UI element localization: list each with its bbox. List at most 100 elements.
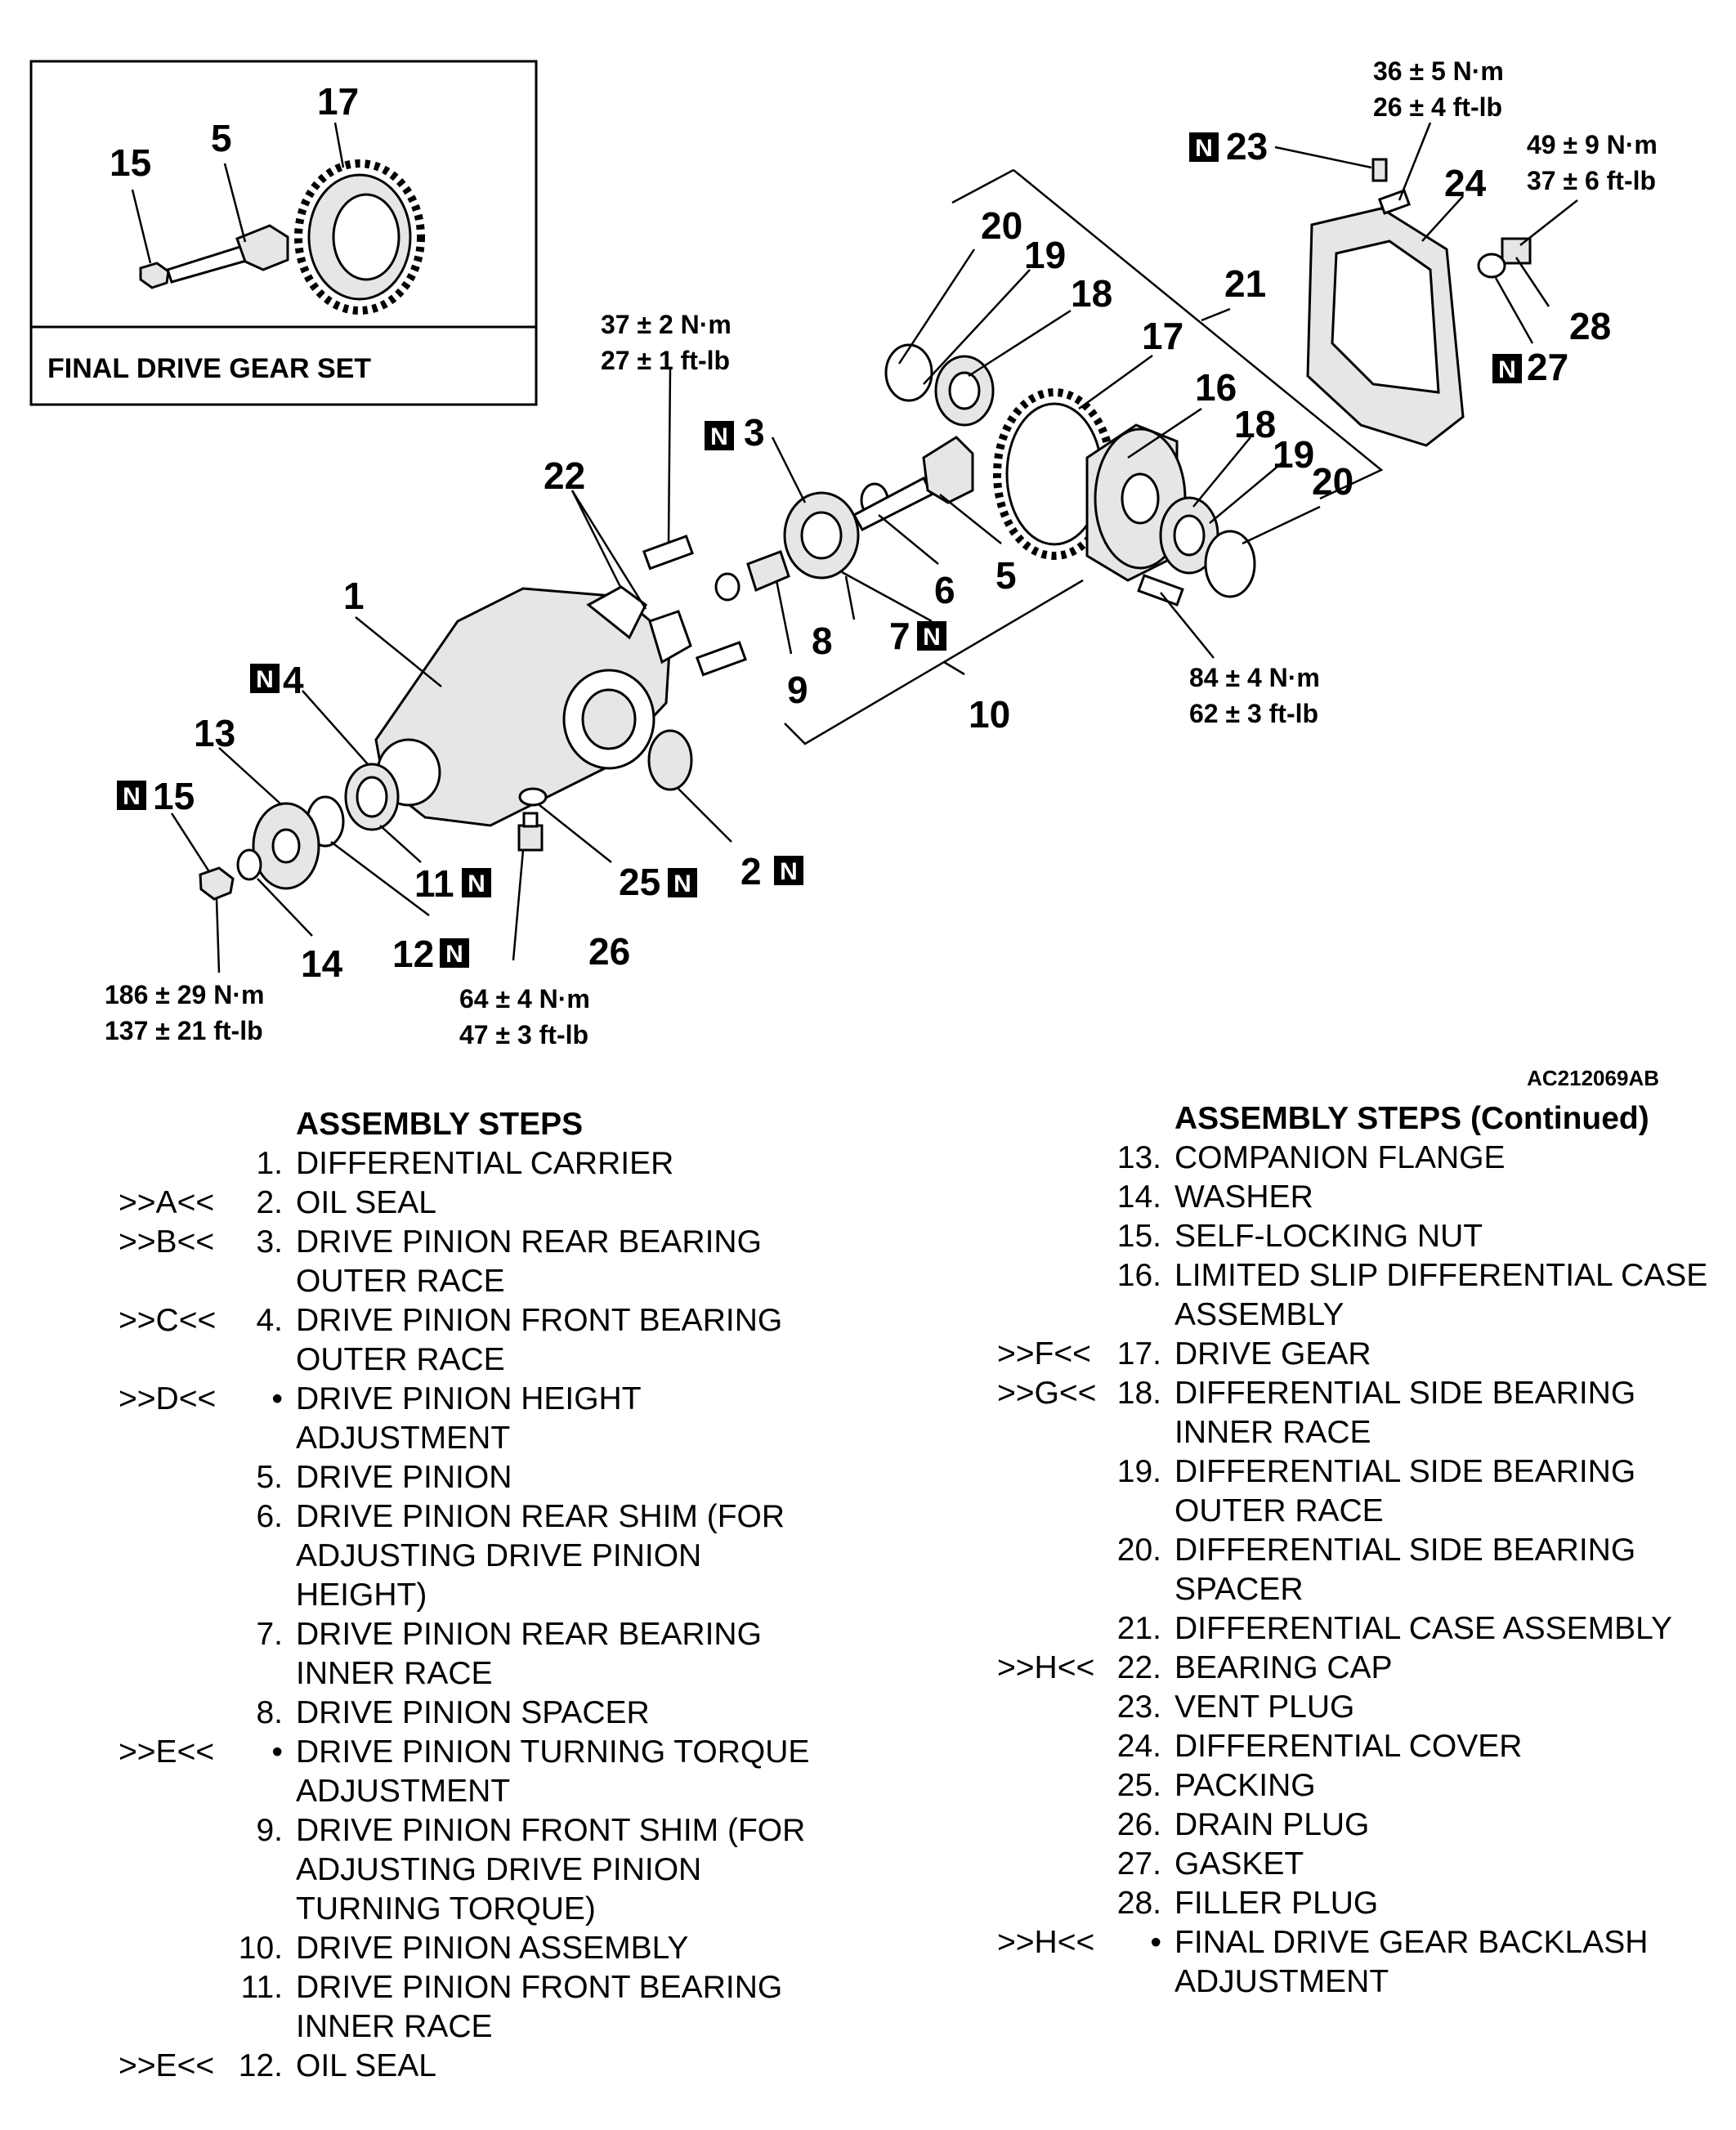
step-item: 8.DRIVE PINION SPACER	[0, 1694, 866, 1733]
step-text: DRIVE PINION FRONT SHIM (FOR	[296, 1813, 806, 1848]
step-number: 20.	[1116, 1533, 1161, 1568]
step-marker: >>G<<	[997, 1376, 1097, 1411]
step-number: 8.	[256, 1695, 283, 1730]
step-text: OUTER RACE	[1174, 1493, 1384, 1528]
step-number: •	[271, 1381, 283, 1416]
step-text: COMPANION FLANGE	[1174, 1140, 1506, 1175]
step-number: 25.	[1116, 1768, 1161, 1803]
callout-15: 15	[153, 775, 195, 817]
step-number: 18.	[1116, 1376, 1161, 1411]
step-item: 23.VENT PLUG	[879, 1688, 1733, 1727]
step-text: ADJUSTING DRIVE PINION	[296, 1852, 702, 1887]
inset-final-drive-gear-set: FINAL DRIVE GEAR SET 15 5 17	[29, 60, 538, 406]
step-number: 16.	[1116, 1258, 1161, 1293]
callout-13: 13	[194, 712, 235, 754]
step-number: 7.	[256, 1617, 283, 1652]
torque-15-ftlb: 137 ± 21 ft-lb	[105, 1016, 263, 1045]
callout-17: 17	[1142, 315, 1183, 357]
step-text: SELF-LOCKING NUT	[1174, 1219, 1483, 1254]
spacer-icon	[746, 550, 790, 593]
side-spacer-icon	[1204, 530, 1256, 598]
torque-22-nm: 37 ± 2 N·m	[601, 310, 732, 339]
step-number: 3.	[256, 1224, 283, 1260]
callouts: 1 2 3 4 5 6 7 8 9 10 11 12 13 14 15 16 1…	[153, 125, 1611, 985]
step-marker: >>A<<	[119, 1185, 215, 1220]
step-text: DIFFERENTIAL SIDE BEARING	[1174, 1454, 1636, 1489]
torque-28-ftlb: 37 ± 6 ft-lb	[1527, 166, 1656, 195]
differential-cover-icon	[1306, 207, 1465, 447]
step-item: 14.WASHER	[879, 1178, 1733, 1217]
step-item: 27.GASKET	[879, 1845, 1733, 1884]
steps-right-heading: ASSEMBLY STEPS (Continued)	[1174, 1101, 1649, 1136]
callout-11: 11	[414, 862, 454, 905]
step-text: DIFFERENTIAL COVER	[1174, 1729, 1523, 1764]
inset-callout-15: 15	[110, 141, 151, 184]
step-item: >>F<<17.DRIVE GEAR	[879, 1335, 1733, 1374]
inset-title: FINAL DRIVE GEAR SET	[47, 353, 371, 384]
svg-text:N: N	[1498, 356, 1516, 383]
step-number: 11.	[240, 1970, 283, 2005]
step-number: 15.	[1116, 1219, 1161, 1254]
step-text: ADJUSTMENT	[1174, 1964, 1389, 1999]
step-text: OIL SEAL	[296, 1185, 436, 1220]
step-text: HEIGHT)	[296, 1577, 427, 1613]
callout-28: 28	[1569, 305, 1611, 347]
drain-plug-icon	[517, 812, 544, 852]
step-number: 14.	[1116, 1179, 1161, 1215]
step-text: DIFFERENTIAL CARRIER	[296, 1146, 674, 1181]
torque-15-nm: 186 ± 29 N·m	[105, 980, 264, 1009]
callout-9: 9	[787, 669, 808, 711]
step-number: •	[271, 1734, 283, 1770]
svg-text:N: N	[710, 423, 728, 450]
step-marker: >>E<<	[119, 2048, 215, 2083]
step-number: 23.	[1116, 1689, 1161, 1725]
callout-26: 26	[588, 930, 630, 973]
svg-text:N: N	[1195, 135, 1213, 162]
torque-specs: 36 ± 5 N·m 26 ± 4 ft-lb 49 ± 9 N·m 37 ± …	[105, 56, 1658, 1049]
step-number: 22.	[1116, 1650, 1161, 1685]
step-number: 27.	[1116, 1846, 1161, 1882]
step-item: >>A<<2.OIL SEAL	[0, 1184, 866, 1223]
inset-ring-gear-icon	[294, 122, 425, 315]
step-text: FILLER PLUG	[1174, 1886, 1379, 1921]
callout-19a: 19	[1024, 234, 1066, 276]
torque-16-nm: 84 ± 4 N·m	[1189, 663, 1320, 692]
step-text: FINAL DRIVE GEAR BACKLASH	[1174, 1925, 1649, 1960]
step-number: 21.	[1116, 1611, 1161, 1646]
callout-18a: 18	[1071, 272, 1112, 315]
step-number: 19.	[1116, 1454, 1161, 1489]
step-text: ASSEMBLY	[1174, 1297, 1345, 1332]
callout-25: 25	[619, 861, 660, 903]
step-number: 13.	[1116, 1140, 1161, 1175]
callout-24: 24	[1444, 162, 1487, 204]
leader-lines	[170, 122, 1578, 973]
step-number: 9.	[256, 1813, 283, 1848]
step-item: >>H<<22.BEARING CAP	[879, 1649, 1733, 1688]
step-marker: >>B<<	[119, 1224, 215, 1260]
step-item: 1.DIFFERENTIAL CARRIER	[0, 1144, 866, 1184]
step-item: 24. DIFFERENTIAL COVER	[879, 1727, 1733, 1766]
step-item: >>B<< 3. DRIVE PINION REAR BEARING OUTER RA…	[0, 1223, 866, 1301]
step-text: SPACER	[1174, 1572, 1304, 1607]
step-number: 12.	[238, 2048, 283, 2083]
step-text: OUTER RACE	[296, 1264, 505, 1299]
step-text: DRIVE PINION TURNING TORQUE	[296, 1734, 810, 1770]
step-text: DRIVE PINION REAR BEARING	[296, 1224, 762, 1260]
step-number: 28.	[1116, 1886, 1161, 1921]
step-item: 13. COMPANION FLANGE	[879, 1139, 1733, 1178]
step-number: 17.	[1116, 1336, 1161, 1372]
step-number: 4.	[256, 1303, 283, 1338]
step-text: LIMITED SLIP DIFFERENTIAL CASE	[1174, 1258, 1708, 1293]
callout-27: 27	[1527, 346, 1568, 388]
exploded-view-diagram: FINAL DRIVE GEAR SET 15 5 17	[29, 56, 1659, 1090]
callout-3: 3	[744, 411, 765, 454]
callout-23: 23	[1226, 125, 1268, 168]
step-number: 24.	[1116, 1729, 1161, 1764]
svg-text:N: N	[123, 783, 141, 810]
callout-20b: 20	[1312, 460, 1353, 503]
step-number: 10.	[238, 1931, 283, 1966]
torque-23-24-ftlb: 26 ± 4 ft-lb	[1373, 92, 1502, 122]
